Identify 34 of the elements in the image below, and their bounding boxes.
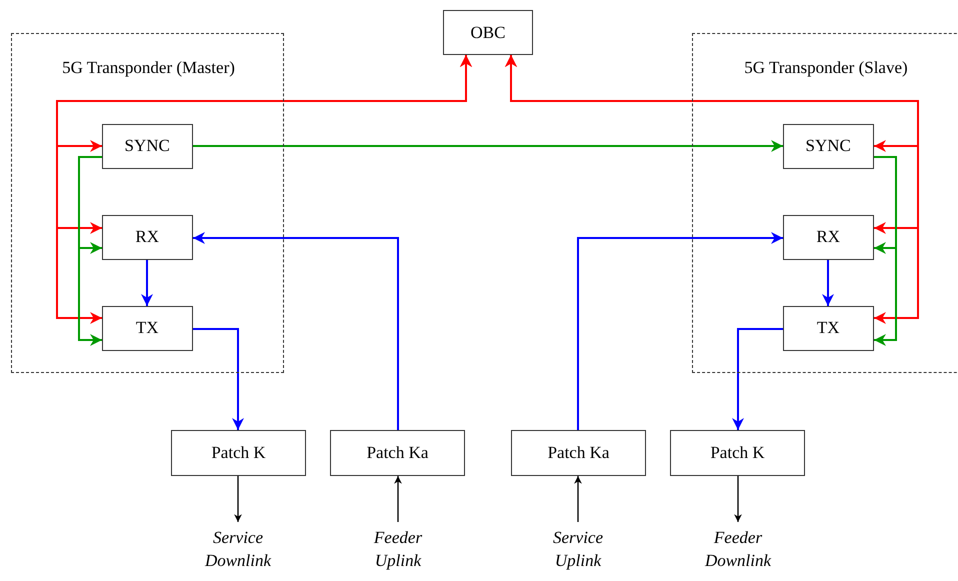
process-box: Patch Ka [330,430,465,476]
arrow [874,156,897,346]
signal-label: Service Uplink [538,522,618,578]
arrow [234,476,242,522]
signal-label: Feeder Uplink [358,522,438,578]
arrow [577,232,783,430]
arrow [193,328,244,430]
arrow [734,476,742,522]
process-box: Patch Ka [511,430,646,476]
process-box: TX [102,306,193,351]
arrow [574,476,582,522]
process-box: OBC [443,10,533,55]
process-box: Patch K [670,430,805,476]
arrow [78,156,102,346]
arrow [505,55,919,324]
signal-label: Feeder Downlink [693,522,783,578]
arrow [822,260,834,306]
process-box: RX [102,214,193,260]
process-box: SYNC [782,124,874,169]
group-container [11,33,284,373]
arrow [56,55,472,324]
arrow [193,140,783,152]
process-box: Patch K [171,430,306,476]
arrow [141,260,153,306]
process-box: SYNC [102,124,193,169]
process-box: TX [782,306,874,351]
signal-label: Service Downlink [193,522,283,578]
group-title: 5G Transponder (Master) [61,58,236,78]
group-title: 5G Transponder (Slave) [743,58,909,78]
process-box: RX [782,214,874,260]
arrow [193,232,399,430]
arrow [732,328,783,430]
group-container [692,33,958,373]
arrow [394,476,402,522]
